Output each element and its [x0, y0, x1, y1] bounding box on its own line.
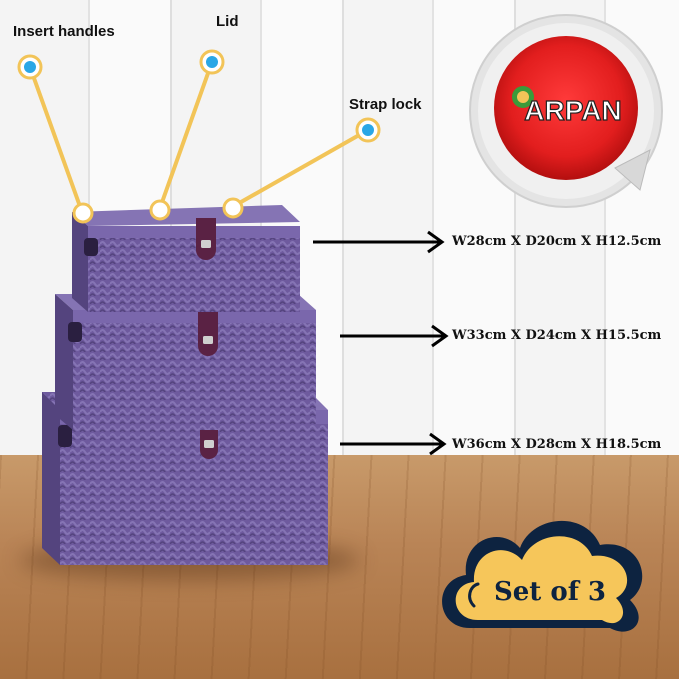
- handle-cutout-large: [58, 425, 72, 447]
- callout-label-strap: Strap lock: [349, 96, 422, 113]
- handle-cutout-medium: [68, 322, 82, 342]
- basket-medium: [55, 294, 316, 430]
- arrow-right-icon: [313, 230, 445, 254]
- callout-lid: [149, 49, 225, 221]
- dimension-medium: W33cm X D24cm X H15.5cm: [452, 328, 662, 343]
- strap-lock-small: [196, 218, 216, 260]
- callout-handles: [17, 54, 94, 224]
- callout-label-lid: Lid: [216, 13, 239, 30]
- callout-dot-icon: [362, 124, 374, 136]
- strap-lock-medium: [198, 312, 218, 356]
- callout-strap: [222, 117, 381, 219]
- basket-small: [72, 205, 300, 312]
- cloud-badge: [442, 520, 643, 632]
- callout-label-handles: Insert handles: [13, 23, 115, 40]
- set-count-label: Set of 3: [493, 577, 607, 607]
- arrow-right-icon: [340, 324, 449, 348]
- dimension-large: W36cm X D28cm X H18.5cm: [452, 437, 662, 452]
- arrow-right-icon: [340, 432, 447, 456]
- handle-cutout-small: [84, 238, 98, 256]
- dimension-small: W28cm X D20cm X H12.5cm: [452, 234, 662, 249]
- brand-seal: ARPAN: [469, 14, 663, 208]
- brand-name: ARPAN: [524, 95, 621, 126]
- callout-dot-icon: [206, 56, 218, 68]
- callout-dot-icon: [24, 61, 36, 73]
